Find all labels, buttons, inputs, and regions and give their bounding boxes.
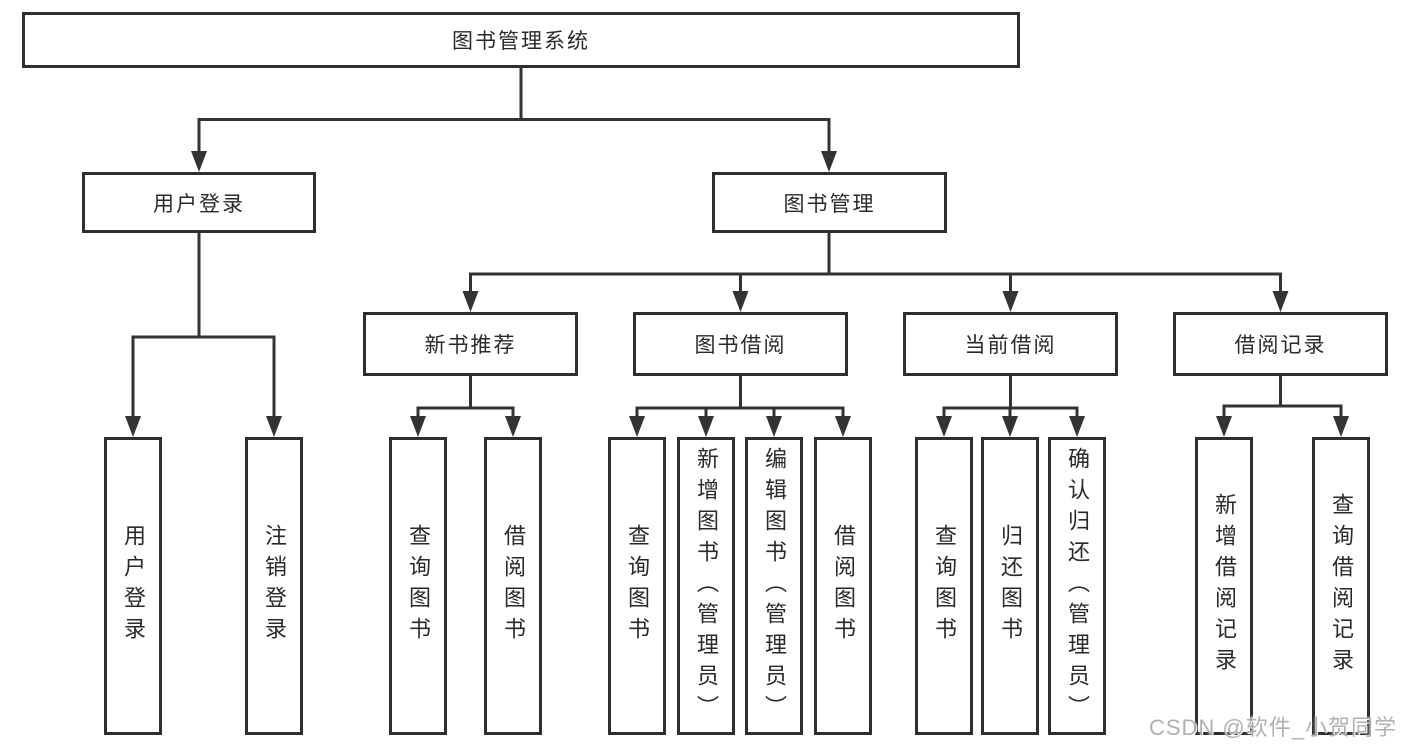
node-new-book-recommend: 新书推荐 [363,312,578,376]
node-book-borrowing: 图书借阅 [633,312,848,376]
leaf-edit-book-admin: 编辑图书（管理员） [745,437,803,735]
arrowhead-icons [125,151,1349,437]
leaf-borrow-books-borrowing: 借阅图书 [814,437,872,735]
leaf-user-login: 用户登录 [104,437,162,735]
leaf-query-books-recommend: 查询图书 [389,437,447,735]
node-user-login: 用户登录 [82,172,316,233]
node-root: 图书管理系统 [22,12,1020,68]
leaf-query-books-borrowing: 查询图书 [608,437,666,735]
leaf-logout: 注销登录 [245,437,303,735]
leaf-return-books: 归还图书 [981,437,1039,735]
csdn-watermark: CSDN @软件_小贺同学 [1148,715,1397,740]
leaf-borrow-books-recommend: 借阅图书 [484,437,542,735]
node-borrowing-records: 借阅记录 [1173,312,1388,376]
leaf-query-borrow-record: 查询借阅记录 [1312,437,1370,735]
leaf-add-borrow-record: 新增借阅记录 [1195,437,1253,735]
leaf-add-book-admin: 新增图书（管理员） [677,437,735,735]
node-book-management: 图书管理 [712,172,947,233]
leaf-confirm-return-admin: 确认归还（管理员） [1048,437,1106,735]
node-current-borrowing: 当前借阅 [903,312,1118,376]
leaf-query-books-current: 查询图书 [915,437,973,735]
